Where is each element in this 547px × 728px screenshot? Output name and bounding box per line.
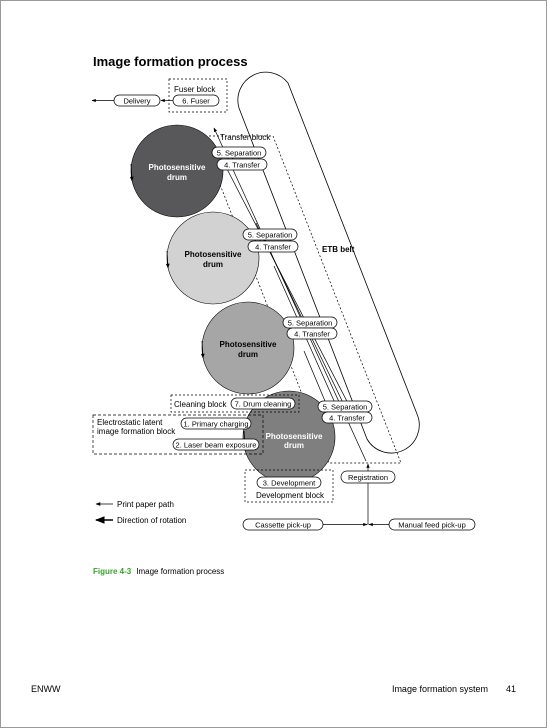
- legend-paper-label: Print paper path: [117, 500, 174, 509]
- etb-belt: [237, 71, 420, 454]
- cleaning-block-label: Cleaning block: [174, 400, 227, 409]
- registration-label: Registration: [348, 473, 388, 482]
- drum-2-sublabel: drum: [203, 260, 223, 269]
- cassette-pickup-label: Cassette pick-up: [255, 521, 311, 530]
- footer-left: ENWW: [31, 684, 61, 694]
- separation-pill-1: [211, 146, 267, 159]
- primary-charging-pill: [180, 417, 252, 430]
- drum-3-label: Photosensitive: [220, 340, 277, 349]
- development-block-region: [244, 469, 334, 503]
- transfer-pill-1: [216, 158, 268, 171]
- figure-caption-text: Image formation process: [136, 567, 225, 576]
- legend-rotation-label: Direction of rotation: [117, 516, 186, 525]
- transfer-pill-2: [247, 240, 299, 253]
- latent-block-sublabel: image formation block: [97, 427, 176, 436]
- fuser-block-label: Fuser block: [174, 85, 216, 94]
- primary-charging-label: 1. Primary charging: [183, 420, 248, 429]
- drum-1-sublabel: drum: [167, 173, 187, 182]
- legend: Print paper path Direction of rotation: [95, 500, 186, 525]
- drum-3-sublabel: drum: [238, 350, 258, 359]
- separation-label-2: 5. Separation: [248, 231, 293, 240]
- figure-number: Figure 4-3: [93, 567, 132, 576]
- footer-right: Image formation system 41: [392, 684, 516, 694]
- laser-exposure-pill: [172, 438, 260, 451]
- photosensitive-drum-1: [130, 124, 224, 218]
- fuser-label: 6. Fuser: [182, 97, 210, 106]
- footer-page-number: 41: [505, 684, 516, 694]
- drum-cleaning-pill: [230, 397, 296, 410]
- laser-exposure-label: 2. Laser beam exposure: [176, 441, 257, 450]
- drum-4-label: Photosensitive: [266, 432, 323, 441]
- transfer-block-label: Transfer block: [220, 133, 271, 142]
- separation-pill-2: [242, 228, 298, 241]
- separation-label-4: 5. Separation: [323, 403, 368, 412]
- drum-2-label: Photosensitive: [185, 250, 242, 259]
- transfer-label-3: 4. Transfer: [294, 330, 330, 339]
- separation-label-1: 5. Separation: [217, 149, 262, 158]
- footer-section: Image formation system: [391, 684, 488, 694]
- etb-belt-label: ETB belt: [322, 245, 355, 254]
- separation-label-3: 5. Separation: [288, 319, 333, 328]
- drum-cleaning-label: 7. Drum cleaning: [235, 400, 292, 409]
- development-block-label: Development block: [256, 491, 325, 500]
- image-formation-diagram: ETB belt Transfer block Fuser block 6. F…: [91, 71, 476, 531]
- fuser-block-region: [168, 78, 228, 113]
- drum-4-sublabel: drum: [284, 441, 304, 450]
- latent-block-label: Electrostatic latent: [97, 418, 163, 427]
- cleaning-block-region: [170, 394, 300, 413]
- drum-1-label: Photosensitive: [149, 163, 206, 172]
- transfer-label-1: 4. Transfer: [224, 161, 260, 170]
- transfer-label-4: 4. Transfer: [329, 414, 365, 423]
- transfer-label-2: 4. Transfer: [255, 243, 291, 252]
- delivery-label: Delivery: [123, 97, 150, 106]
- transfer-pill-4: [321, 411, 373, 424]
- latent-image-block-region: [92, 414, 264, 455]
- development-label: 3. Development: [263, 479, 316, 488]
- photosensitive-drum-3: [201, 301, 295, 395]
- figure-caption: Figure 4-3 Image formation process: [93, 567, 224, 576]
- photosensitive-drum-2: [166, 211, 260, 305]
- manual-feed-label: Manual feed pick-up: [398, 521, 466, 530]
- transfer-pill-3: [286, 327, 338, 340]
- development-pill: [256, 476, 322, 489]
- page-title: Image formation process: [93, 54, 248, 69]
